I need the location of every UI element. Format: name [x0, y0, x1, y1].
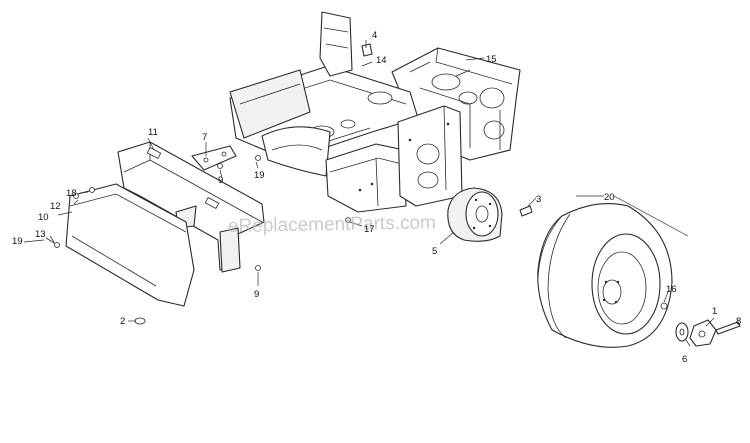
- callout-4[interactable]: 4: [372, 30, 377, 41]
- callout-19a[interactable]: 19: [12, 236, 23, 247]
- hub-nut-1[interactable]: [689, 319, 717, 347]
- wheel-hub[interactable]: [447, 187, 503, 242]
- front-shield[interactable]: [65, 183, 195, 307]
- callout-13[interactable]: 13: [35, 229, 46, 240]
- hardware-bolt-13[interactable]: [45, 237, 60, 248]
- leader-lines: [23, 40, 741, 347]
- drive-wheel[interactable]: [537, 203, 673, 348]
- callout-10[interactable]: 10: [38, 212, 49, 223]
- washer-6[interactable]: [675, 322, 689, 342]
- callout-19b[interactable]: 19: [254, 170, 265, 181]
- callout-2[interactable]: 2: [120, 316, 125, 327]
- callout-1[interactable]: 1: [712, 306, 717, 317]
- hardware-bolt-17[interactable]: [345, 217, 351, 223]
- callout-15[interactable]: 15: [486, 54, 497, 65]
- watermark-text: eReplacementParts.com: [228, 212, 436, 237]
- hardware-bolt-9a[interactable]: [217, 163, 223, 169]
- valve-16[interactable]: [660, 302, 668, 310]
- callout-12[interactable]: 12: [50, 201, 61, 212]
- callout-9b[interactable]: 9: [254, 289, 259, 300]
- callout-numbers: 1 2 3 4 5 6 7 8 9 9 10 11 12 13 14 15 16…: [12, 30, 741, 365]
- key-pin-3[interactable]: [519, 205, 533, 217]
- hardware-bolt-19[interactable]: [255, 155, 261, 161]
- hardware-bolt-18[interactable]: [73, 187, 95, 199]
- callout-7[interactable]: 7: [202, 132, 207, 143]
- callout-6[interactable]: 6: [682, 354, 687, 365]
- hardware-nut-2[interactable]: [134, 317, 146, 325]
- callout-17[interactable]: 17: [364, 224, 375, 235]
- callout-3[interactable]: 3: [536, 194, 541, 205]
- callout-18[interactable]: 18: [66, 188, 77, 199]
- plate[interactable]: [191, 145, 237, 171]
- callout-14[interactable]: 14: [376, 55, 387, 66]
- callout-8[interactable]: 8: [736, 316, 741, 327]
- callout-11[interactable]: 11: [148, 127, 158, 138]
- hardware-bolt-9b[interactable]: [255, 265, 261, 271]
- callout-9a[interactable]: 9: [218, 175, 223, 186]
- callout-20[interactable]: 20: [604, 192, 615, 203]
- hardware-nut-4[interactable]: [361, 43, 373, 57]
- front-bracket[interactable]: [117, 141, 265, 273]
- callout-5[interactable]: 5: [432, 246, 437, 257]
- callout-16[interactable]: 16: [666, 284, 677, 295]
- main-frame[interactable]: [229, 11, 521, 213]
